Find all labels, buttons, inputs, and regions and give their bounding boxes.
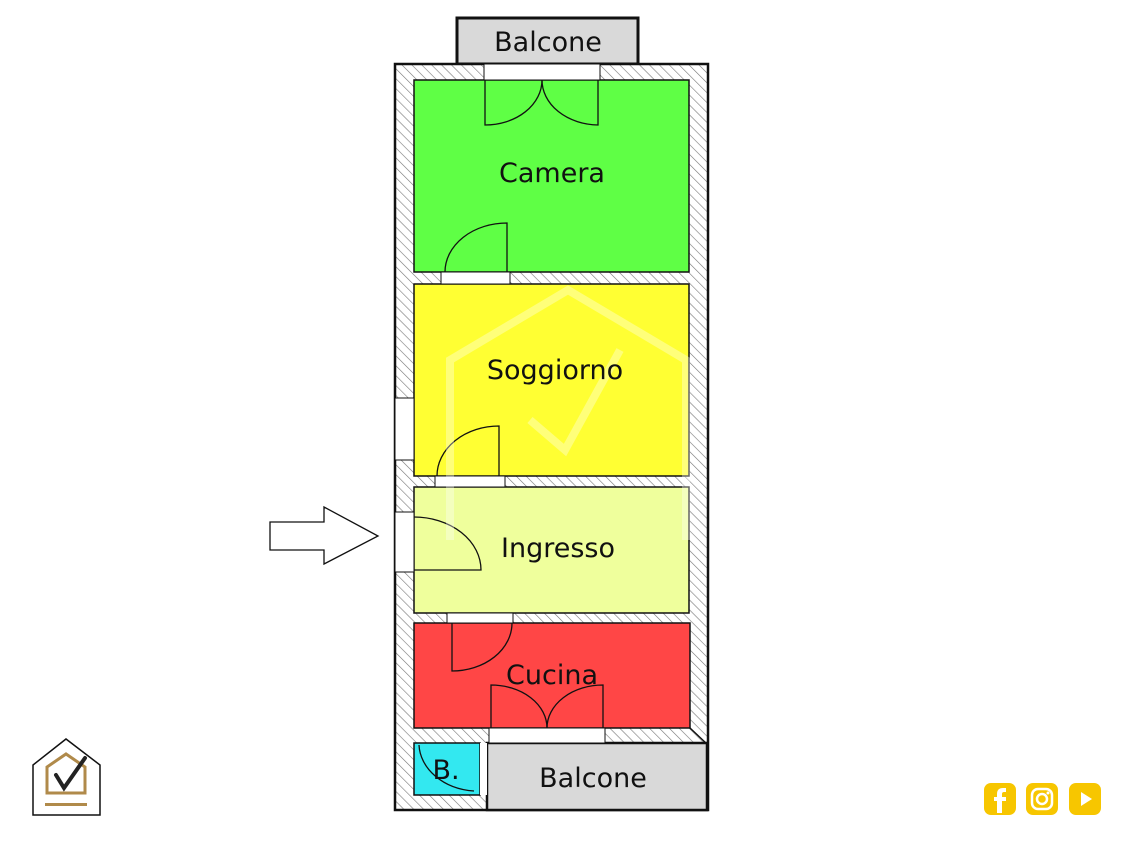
label-ingresso: Ingresso xyxy=(501,533,615,564)
label-camera: Camera xyxy=(499,158,605,189)
facebook-icon[interactable] xyxy=(984,783,1016,815)
balcony-top: Balcone xyxy=(455,16,640,66)
room-bagno xyxy=(413,742,481,796)
entrance-arrow-icon xyxy=(269,505,380,566)
room-soggiorno xyxy=(413,283,690,477)
door-openings xyxy=(394,63,606,795)
logo-house-check-icon xyxy=(32,738,101,816)
label-bagno: B. xyxy=(432,755,459,786)
youtube-icon[interactable] xyxy=(1069,783,1101,815)
instagram-icon[interactable] xyxy=(1026,783,1058,815)
room-ingresso xyxy=(413,486,690,614)
label-balcony-bottom: Balcone xyxy=(539,763,647,794)
door-swings xyxy=(413,79,604,792)
watermark-logo xyxy=(446,285,690,540)
balcony-top-label: Balcone xyxy=(494,27,602,58)
label-soggiorno: Soggiorno xyxy=(487,355,623,386)
label-cucina: Cucina xyxy=(506,660,598,691)
